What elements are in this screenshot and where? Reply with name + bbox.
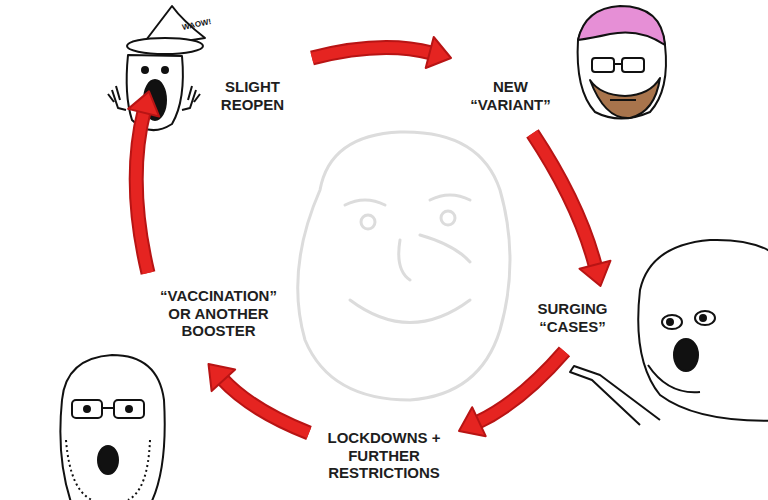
- step-text: LOCKDOWNS + FURTHER RESTRICTIONS: [319, 429, 449, 482]
- cycle-step: SURGING “CASES”: [521, 298, 624, 337]
- arrow-head: [459, 407, 486, 436]
- cycle-arrow: [459, 351, 565, 436]
- arrow-head: [128, 91, 159, 116]
- exclamation-label: WAOW!: [181, 17, 212, 32]
- cycle-arrow: [533, 133, 611, 286]
- cycle-step: “VACCINATION” OR ANOTHER BOOSTER: [152, 285, 285, 342]
- arrow-shaft: [312, 48, 432, 58]
- cycle-step: SLIGHT REOPEN: [201, 76, 304, 115]
- arrow-shaft-edge: [136, 111, 148, 273]
- cycle-arrow: [312, 37, 451, 68]
- step-text: NEW “VARIANT”: [463, 78, 558, 113]
- glasses-face: [60, 355, 164, 500]
- cycle-step: LOCKDOWNS + FURTHER RESTRICTIONS: [315, 427, 453, 484]
- arrow-shaft-edge: [477, 351, 564, 422]
- arrow-head: [426, 37, 451, 68]
- step-text: SURGING “CASES”: [525, 300, 620, 335]
- arrow-shaft: [533, 133, 596, 266]
- center-face: [298, 132, 510, 400]
- arrow-shaft: [477, 351, 564, 422]
- arrow-shaft: [136, 111, 148, 273]
- arrow-shaft-edge: [312, 48, 432, 58]
- cycle-step: NEW “VARIANT”: [459, 76, 562, 115]
- step-text: SLIGHT REOPEN: [205, 78, 300, 113]
- arrow-head: [580, 261, 611, 286]
- pink-hair-face: [578, 6, 666, 119]
- arrow-head: [209, 364, 236, 391]
- arrow-shaft-edge: [533, 133, 596, 266]
- step-text: “VACCINATION” OR ANOTHER BOOSTER: [156, 287, 281, 340]
- arrow-shaft-edge: [222, 379, 309, 433]
- cycle-arrow: [209, 364, 310, 433]
- cycle-arrow: [128, 91, 159, 273]
- arrow-shaft: [222, 379, 309, 433]
